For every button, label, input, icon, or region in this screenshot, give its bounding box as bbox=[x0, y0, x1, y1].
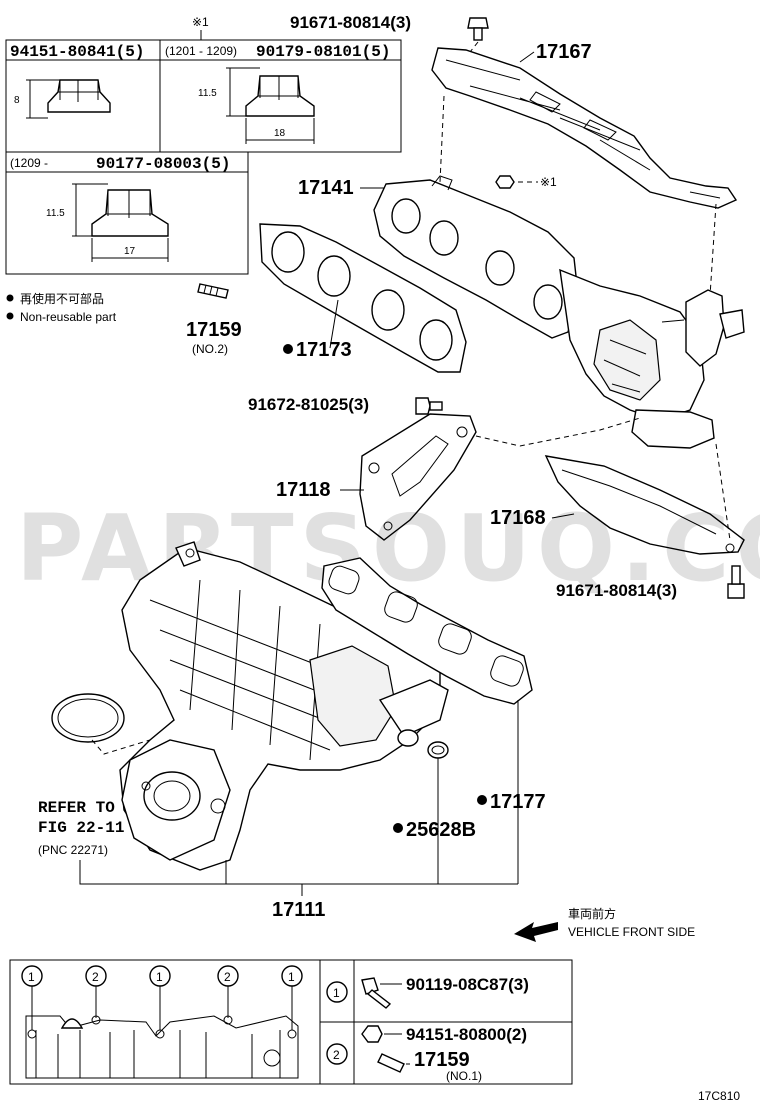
callout-17141: 17141 bbox=[298, 177, 354, 199]
bracket-17118 bbox=[359, 413, 477, 541]
callout-91671-top: 91671-80814(3) bbox=[290, 13, 411, 32]
bullet-icon bbox=[6, 312, 14, 320]
callout-91672: 91672-81025(3) bbox=[248, 395, 369, 414]
figure-id: 17C810 bbox=[698, 1089, 740, 1103]
nut-spec-table: ※1 94151-80841(5) (1201 - 1209) 90179-08… bbox=[5, 15, 402, 275]
bolt-marker: 1 bbox=[149, 965, 171, 1039]
bolt-icon bbox=[415, 397, 443, 415]
bolt-marker: 2 bbox=[85, 965, 107, 1025]
svg-text:1: 1 bbox=[156, 970, 163, 984]
vehicle-front-arrow-icon bbox=[514, 922, 558, 942]
exhaust-manifold-17141 bbox=[373, 175, 745, 449]
callout-17159-no2: 17159 bbox=[186, 319, 242, 341]
dim-17: 17 bbox=[124, 246, 136, 257]
bolt-icon bbox=[467, 17, 489, 41]
range-1201-1209: (1201 - 1209) bbox=[165, 44, 237, 58]
dim-18: 18 bbox=[274, 128, 286, 139]
dim-11-5: 11.5 bbox=[198, 88, 217, 99]
refer-line-1: REFER TO bbox=[38, 799, 115, 817]
flange-nut-icon bbox=[91, 189, 169, 237]
marker-2-circle bbox=[326, 1043, 348, 1065]
gasket-17173 bbox=[259, 223, 467, 373]
callout-91671-bottom: 91671-80814(3) bbox=[556, 581, 677, 600]
bolt-marker: 1 bbox=[281, 965, 303, 1039]
o-ring-small-icon bbox=[427, 741, 449, 759]
callout-17173: 17173 bbox=[296, 339, 352, 361]
nut-icon bbox=[361, 1025, 383, 1043]
part-number-90179-08101: 90179-08101(5) bbox=[256, 43, 390, 61]
bolt-icon bbox=[727, 565, 745, 599]
callout-17118: 17118 bbox=[276, 479, 331, 501]
part-number-90177-08003: 90177-08003(5) bbox=[96, 155, 230, 173]
vehicle-front-en: VEHICLE FRONT SIDE bbox=[568, 925, 695, 939]
bolt-pattern-table: 1 2 1 2 1 1 bbox=[9, 959, 573, 1085]
bolt-marker: 2 bbox=[217, 965, 239, 1025]
flange-nut-icon bbox=[47, 79, 111, 113]
gasket-17177 bbox=[321, 557, 533, 705]
stud-icon bbox=[377, 1053, 405, 1073]
non-reusable-dot-icon bbox=[477, 795, 487, 805]
svg-text:1: 1 bbox=[288, 970, 295, 984]
heat-insulator-17167 bbox=[431, 47, 738, 209]
dim-8: 8 bbox=[14, 95, 20, 106]
bullet-icon bbox=[6, 294, 14, 302]
part-number-94151-80841: 94151-80841(5) bbox=[10, 43, 144, 61]
nut-icon bbox=[495, 175, 515, 189]
callout-17168: 17168 bbox=[490, 507, 546, 529]
svg-text:2: 2 bbox=[224, 970, 231, 984]
non-reusable-dot-icon bbox=[283, 344, 293, 354]
refer-line-2: FIG 22-11 bbox=[38, 819, 124, 837]
callout-no2: (NO.2) bbox=[192, 342, 228, 356]
callout-17111: 17111 bbox=[272, 899, 325, 921]
intake-manifold-17111 bbox=[119, 541, 449, 871]
non-reusable-dot-icon bbox=[393, 823, 403, 833]
legend: 再使用不可部品 Non-reusable part bbox=[6, 291, 117, 324]
bolt-marker: 1 bbox=[21, 965, 43, 1039]
note-mark: ※1 bbox=[192, 15, 209, 29]
stud-17159-no2 bbox=[197, 283, 229, 299]
flange-nut-icon bbox=[245, 75, 315, 117]
refer-line-3: (PNC 22271) bbox=[38, 843, 108, 857]
range-1209: (1209 - bbox=[10, 156, 48, 170]
marker-1-label: 1 bbox=[333, 986, 340, 1000]
bolt-icon bbox=[361, 977, 392, 1009]
dim-11-5-b: 11.5 bbox=[46, 208, 65, 219]
legend-jp: 再使用不可部品 bbox=[20, 291, 104, 306]
callout-17167: 17167 bbox=[536, 41, 592, 63]
vehicle-front-jp: 車両前方 bbox=[568, 906, 616, 921]
svg-text:1: 1 bbox=[28, 970, 35, 984]
legend-en: Non-reusable part bbox=[20, 310, 117, 324]
callout-no1: (NO.1) bbox=[446, 1069, 482, 1083]
callout-94151-80800: 94151-80800(2) bbox=[406, 1025, 527, 1044]
marker-2-label: 2 bbox=[333, 1048, 340, 1062]
o-ring-icon bbox=[51, 693, 125, 743]
callout-17159-no1: 17159 bbox=[414, 1049, 470, 1071]
callout-25628b: 25628B bbox=[406, 819, 476, 841]
heat-insulator-17168 bbox=[544, 455, 745, 555]
note-mark-1: ※1 bbox=[540, 175, 557, 189]
callout-90119: 90119-08C87(3) bbox=[406, 975, 529, 994]
marker-1-circle bbox=[326, 981, 348, 1003]
svg-text:2: 2 bbox=[92, 970, 99, 984]
